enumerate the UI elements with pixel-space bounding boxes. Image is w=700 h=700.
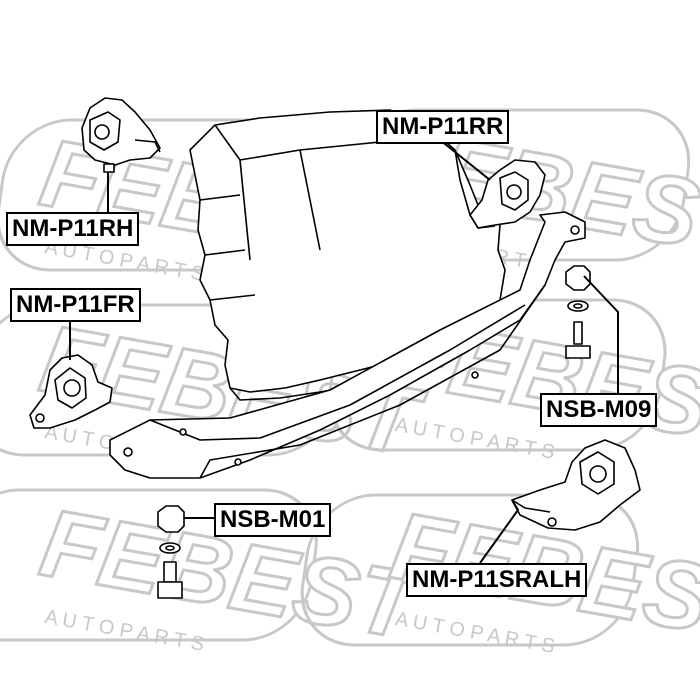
label-nsb-m01: NSB-M01: [214, 503, 332, 537]
leader-lines: [69, 139, 619, 564]
label-nm-p11sralh: NM-P11SRALH: [406, 563, 588, 597]
leader-nsb-m09: [583, 275, 619, 393]
label-nm-p11rh: NM-P11RH: [6, 212, 140, 246]
mount-nm-p11rh-drawing: [81, 97, 161, 173]
label-nm-p11fr: NM-P11FR: [10, 288, 141, 322]
crossmember: [109, 211, 586, 479]
leader-nm-p11rr: [439, 139, 491, 181]
label-nm-p11rr: NM-P11RR: [376, 110, 510, 144]
mount-nm-p11fr-drawing: [29, 354, 113, 429]
nsb-m01-hardware: [157, 505, 185, 599]
leader-nm-p11sralh: [479, 499, 520, 564]
label-nsb-m09: NSB-M09: [540, 393, 658, 427]
mount-nm-p11sralh-drawing: [511, 439, 641, 531]
mount-nm-p11rr-drawing: [469, 159, 546, 229]
nsb-m09-hardware: [565, 265, 591, 359]
